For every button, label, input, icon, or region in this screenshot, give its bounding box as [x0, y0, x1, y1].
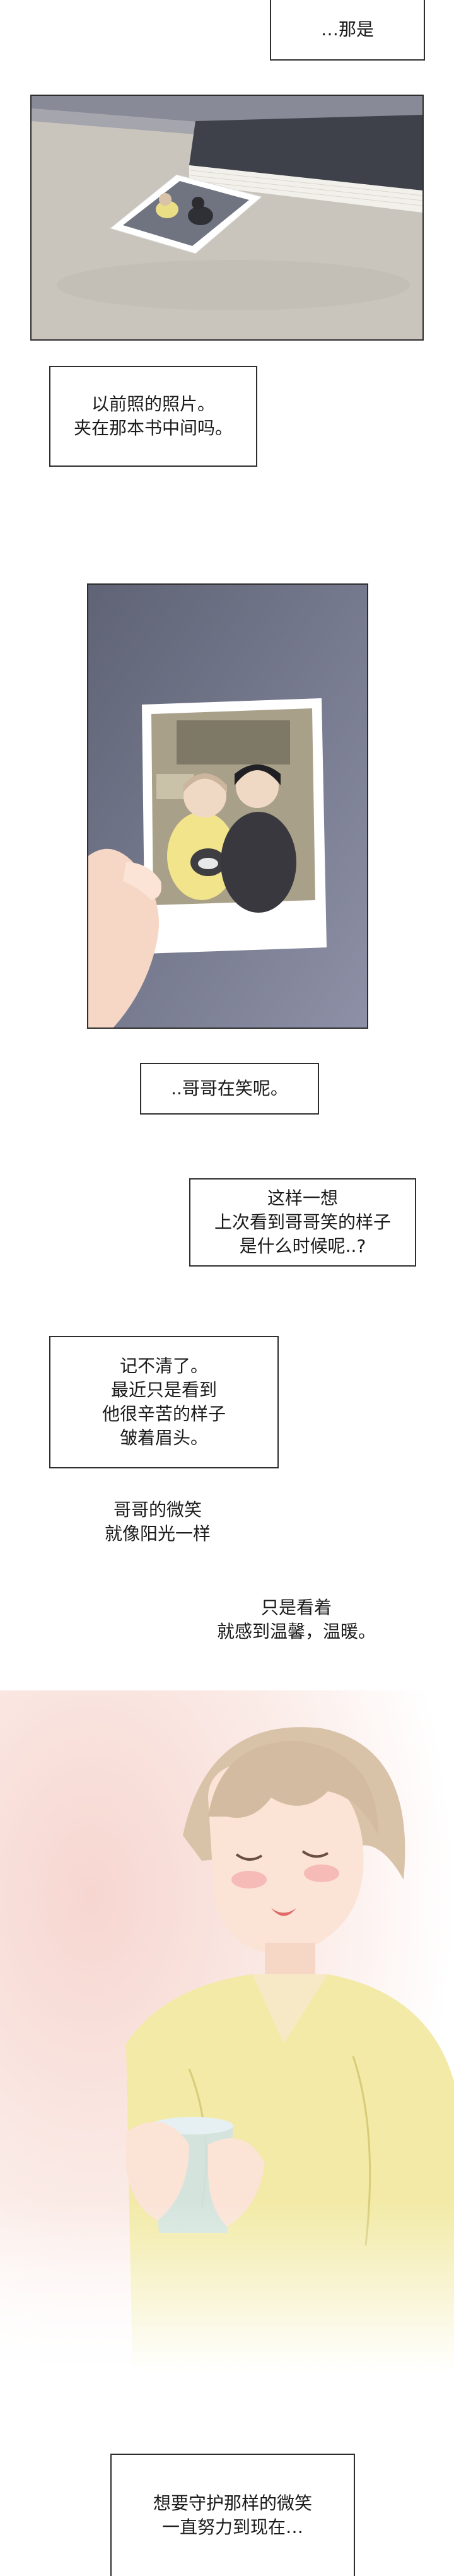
caption-line: 记不清了。 [119, 1355, 208, 1376]
caption-line: 皱着眉头。 [119, 1427, 208, 1448]
narration-line: 就感到温馨，温暖。 [216, 1621, 376, 1642]
caption-box-1: …那是 [270, 0, 425, 61]
panel-book-photo [30, 95, 424, 341]
narration-line: 只是看着 [260, 1597, 332, 1618]
caption-line: 他很辛苦的样子 [102, 1403, 226, 1424]
narration-line: 哥哥的微笑 [113, 1499, 202, 1520]
narration-line: 就像阳光一样 [104, 1523, 211, 1544]
narration-6: 哥哥的微笑 就像阳光一样 [95, 1498, 221, 1546]
caption-box-4: 这样一想 上次看到哥哥笑的样子 是什么时候呢..? [189, 1178, 416, 1267]
caption-line: 以前照的照片。 [91, 394, 215, 414]
caption-box-3: ..哥哥在笑呢。 [140, 1063, 319, 1115]
caption-line: 上次看到哥哥笑的样子 [214, 1212, 391, 1232]
panel-hand-photo [87, 583, 368, 1029]
caption-line: 一直努力到现在… [161, 2517, 303, 2538]
caption-line: 这样一想 [267, 1188, 338, 1209]
caption-line: ..哥哥在笑呢。 [171, 1078, 288, 1099]
caption-line: …那是 [320, 19, 374, 40]
caption-box-8: 想要守护那样的微笑 一直努力到现在… [110, 2454, 355, 2576]
panel-smiling-man [0, 1690, 454, 2372]
caption-line: 夹在那本书中间吗。 [73, 418, 233, 438]
caption-line: 想要守护那样的微笑 [153, 2493, 312, 2514]
caption-box-2: 以前照的照片。 夹在那本书中间吗。 [49, 366, 257, 467]
caption-line: 最近只是看到 [110, 1379, 217, 1400]
narration-7: 只是看着 就感到温馨，温暖。 [189, 1596, 404, 1644]
caption-box-5: 记不清了。 最近只是看到 他很辛苦的样子 皱着眉头。 [49, 1336, 279, 1468]
caption-line: 是什么时候呢..? [239, 1236, 366, 1256]
